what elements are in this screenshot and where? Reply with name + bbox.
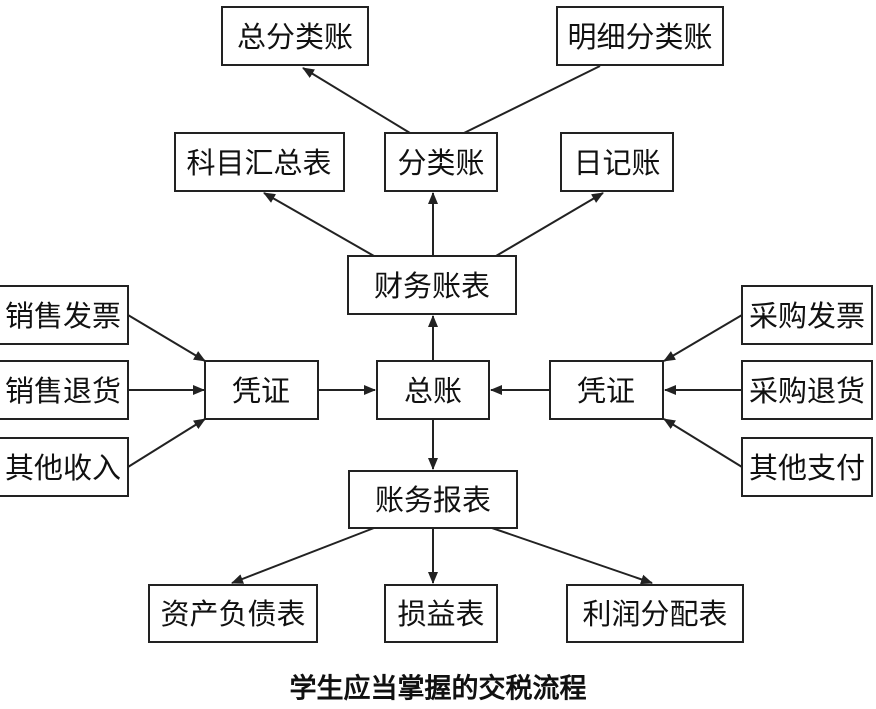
node-sunyi-label: 损益表 — [397, 597, 484, 631]
node-fenlei-label: 分类账 — [397, 146, 484, 180]
node-zongzhang: 总账 — [376, 360, 490, 420]
node-mingxi-fenlei-label: 明细分类账 — [567, 20, 712, 54]
node-xiaoshou-tuihuo-label: 销售退货 — [5, 374, 121, 408]
node-kemu-huizong: 科目汇总表 — [174, 132, 345, 192]
edge-fenlei-to-mingxi-fenlei — [463, 65, 601, 134]
node-qita-shouru-label: 其他收入 — [5, 451, 121, 485]
edge-caiwu-to-riji — [495, 192, 604, 257]
edge-qita-shouru-to-pingzheng — [127, 418, 206, 468]
node-pingzheng-right-label: 凭证 — [577, 374, 635, 408]
node-xiaoshou-fapiao: 销售发票 — [0, 285, 129, 345]
node-xiaoshou-tuihuo: 销售退货 — [0, 360, 129, 420]
node-riji-label: 日记账 — [573, 146, 660, 180]
diagram-caption: 学生应当掌握的交税流程 — [290, 673, 587, 705]
node-xiaoshou-fapiao-label: 销售发票 — [5, 299, 121, 333]
node-pingzheng-right: 凭证 — [549, 360, 664, 420]
node-caiwu-zhangbiao-label: 财务账表 — [374, 269, 490, 303]
node-qita-zhifu: 其他支付 — [741, 437, 873, 497]
node-zong-fenlei: 总分类账 — [221, 6, 369, 66]
edge-caiwu-to-kemu-huizong — [263, 192, 375, 257]
node-lirun-fenpei: 利润分配表 — [566, 584, 744, 643]
node-qita-shouru: 其他收入 — [0, 437, 129, 497]
edge-caigou-fapiao-to-pingzheng — [663, 314, 743, 362]
node-kemu-huizong-label: 科目汇总表 — [186, 146, 331, 180]
node-caiwu-zhangbiao: 财务账表 — [347, 255, 517, 315]
node-caigou-tuihuo: 采购退货 — [741, 360, 873, 420]
nodes: 总分类账 明细分类账 科目汇总表 分类账 日记账 财务账表 销售发票 — [0, 6, 873, 643]
node-pingzheng-left: 凭证 — [204, 360, 319, 420]
node-zhangwu-baobiao: 账务报表 — [348, 470, 518, 529]
edges — [127, 65, 743, 585]
node-fenlei: 分类账 — [384, 132, 498, 192]
node-caigou-fapiao-label: 采购发票 — [749, 299, 865, 333]
edge-fenlei-to-zong-fenlei — [302, 67, 411, 134]
node-zichan-fuzhai: 资产负债表 — [148, 584, 318, 643]
edge-zhangwu-to-lirun — [491, 527, 653, 585]
node-sunyi: 损益表 — [384, 584, 498, 643]
node-pingzheng-left-label: 凭证 — [232, 374, 290, 408]
edge-zhangwu-to-zichan — [231, 527, 375, 584]
node-zichan-fuzhai-label: 资产负债表 — [160, 597, 305, 631]
node-zhangwu-baobiao-label: 账务报表 — [375, 483, 491, 517]
node-mingxi-fenlei: 明细分类账 — [556, 6, 724, 66]
node-riji: 日记账 — [560, 132, 674, 192]
node-lirun-fenpei-label: 利润分配表 — [582, 597, 727, 631]
node-caigou-fapiao: 采购发票 — [741, 285, 873, 345]
edge-xiaoshou-fapiao-to-pingzheng — [127, 314, 206, 362]
node-qita-zhifu-label: 其他支付 — [749, 451, 865, 485]
node-zongzhang-label: 总账 — [404, 374, 462, 408]
node-zong-fenlei-label: 总分类账 — [237, 20, 353, 54]
node-caigou-tuihuo-label: 采购退货 — [749, 374, 865, 408]
edge-qita-zhifu-to-pingzheng — [663, 418, 743, 468]
